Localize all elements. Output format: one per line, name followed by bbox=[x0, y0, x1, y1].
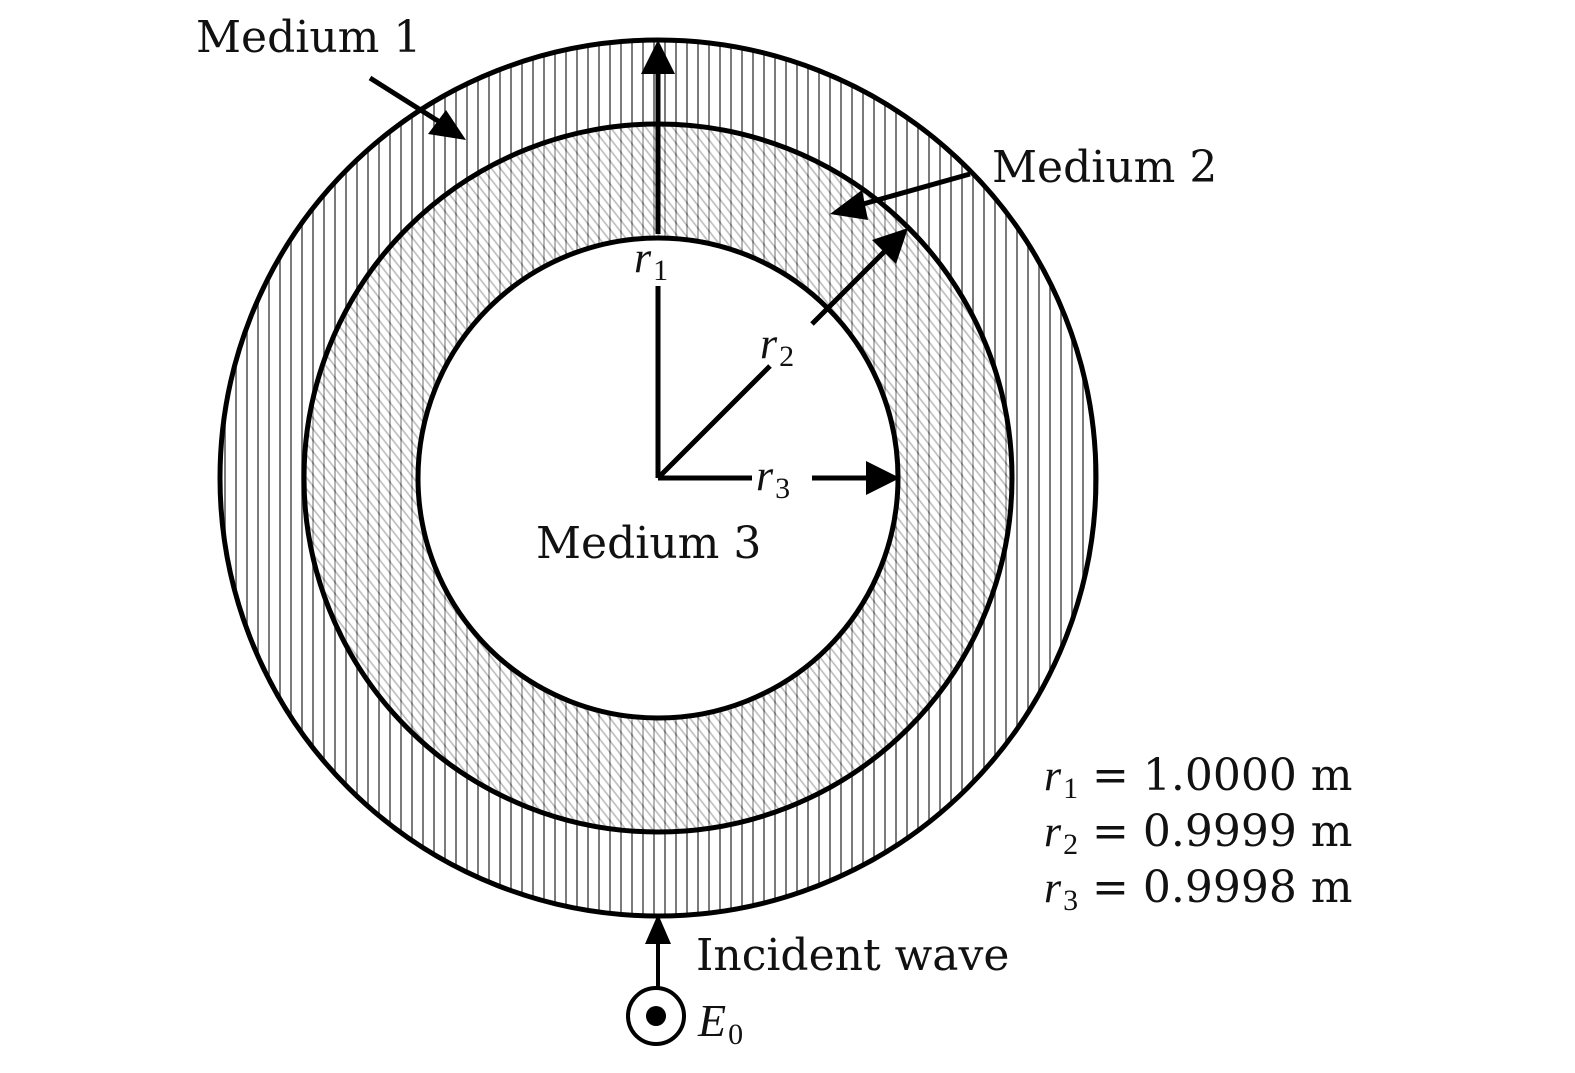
medium-3-label: Medium 3 bbox=[536, 518, 761, 569]
medium-1-pointer bbox=[368, 75, 466, 140]
field-out-of-page-icon bbox=[626, 986, 686, 1046]
r1-label: r1 bbox=[634, 233, 668, 287]
medium-2-label: Medium 2 bbox=[992, 142, 1217, 193]
r1-value: r1 bbox=[1044, 751, 1078, 805]
r1-arrow bbox=[641, 40, 675, 478]
e0-label: E0 bbox=[697, 995, 743, 1051]
r3-value-text: = 0.9998 m bbox=[1092, 862, 1353, 913]
r3-arrow bbox=[658, 461, 900, 495]
radius-values: r1 = 1.0000 m r2 = 0.9999 m r3 = 0.9998 … bbox=[1044, 750, 1353, 917]
incident-wave-label: Incident wave bbox=[696, 930, 1009, 981]
r1-value-text: = 1.0000 m bbox=[1092, 750, 1353, 801]
r3-value: r3 bbox=[1044, 863, 1078, 917]
medium-1-label: Medium 1 bbox=[196, 12, 421, 63]
r2-arrow bbox=[656, 228, 908, 480]
medium-2-pointer bbox=[830, 171, 971, 220]
r2-value: r2 bbox=[1044, 807, 1078, 861]
incident-wave-arrow bbox=[645, 914, 671, 988]
r3-label: r3 bbox=[756, 451, 790, 505]
r2-value-text: = 0.9999 m bbox=[1092, 806, 1353, 857]
